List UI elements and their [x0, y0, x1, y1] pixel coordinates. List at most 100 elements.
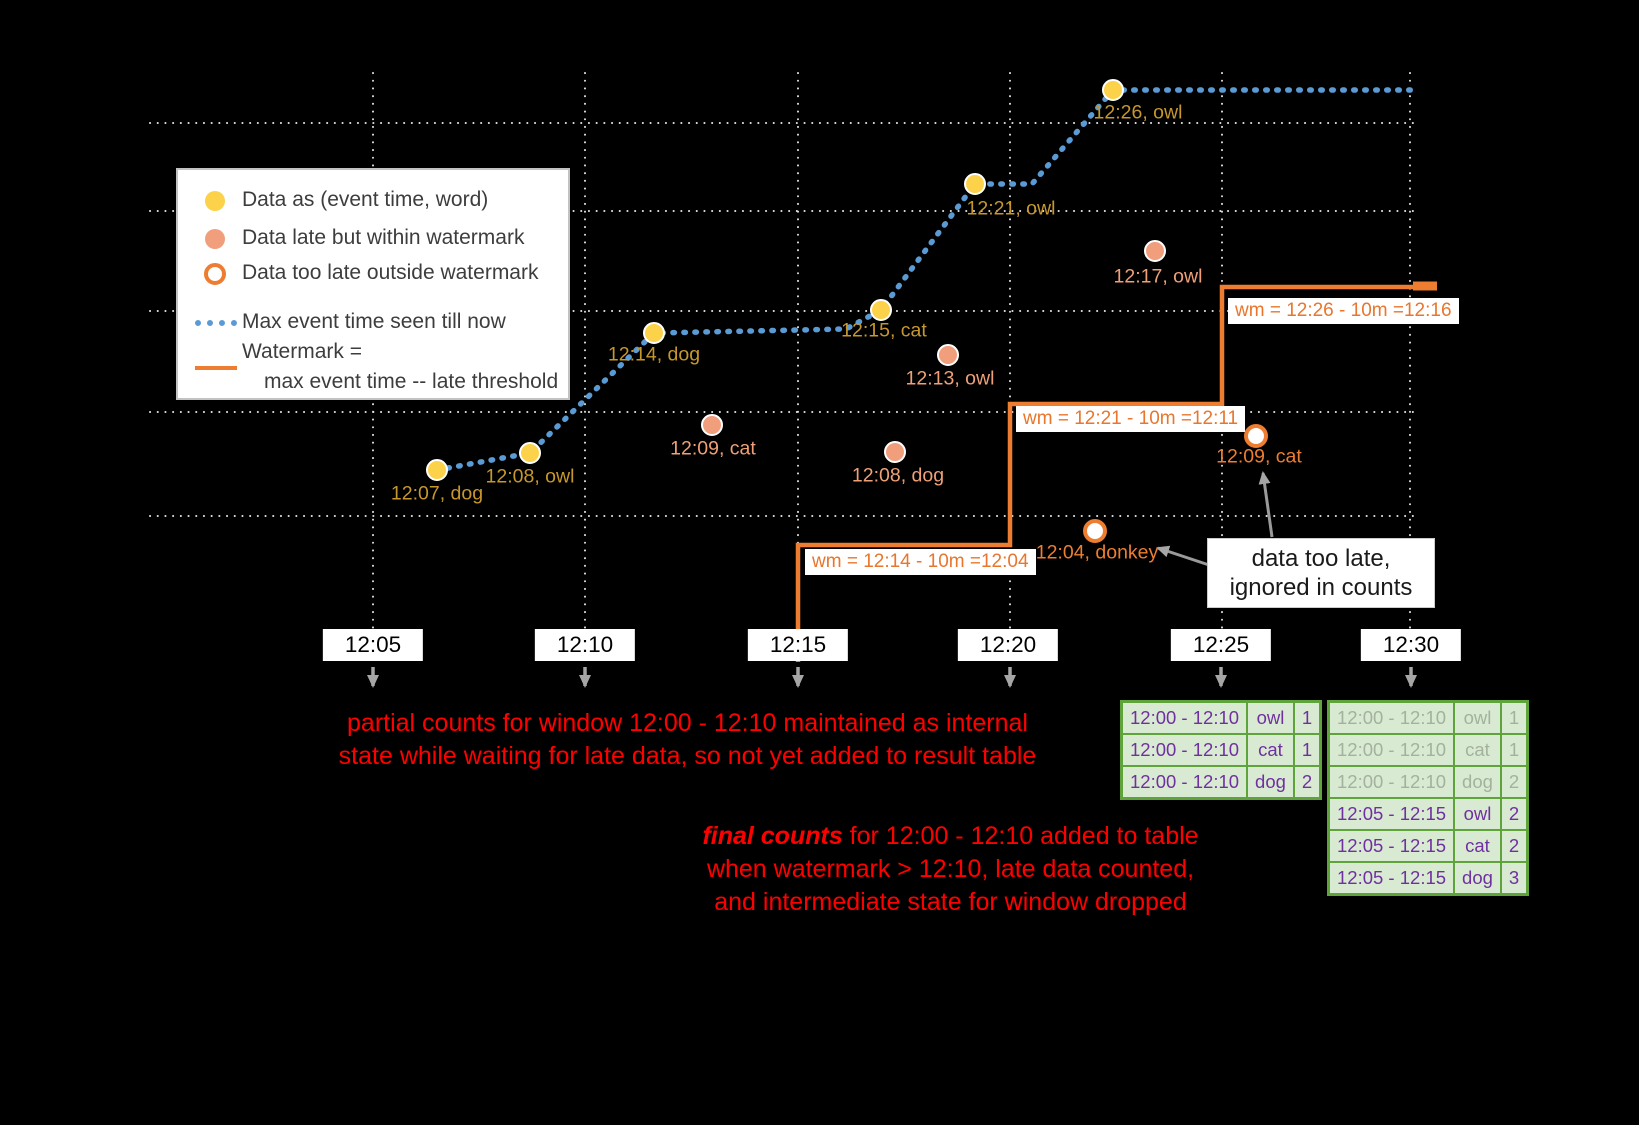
event-point — [964, 173, 986, 195]
watermark-line — [795, 284, 1437, 662]
partial-counts-line2: state while waiting for late data, so no… — [338, 742, 1037, 770]
axis-tick-12-20: 12:20 — [957, 629, 1059, 661]
late-point — [701, 414, 723, 436]
legend-label-too-late: Data too late outside watermark — [242, 261, 539, 284]
late-point-label: 12:08, dog — [851, 464, 945, 487]
word-cell: cat — [1453, 733, 1502, 767]
legend-label-late: Data late but within watermark — [242, 226, 525, 249]
event-point-label: 12:08, owl — [485, 465, 575, 488]
count-cell: 1 — [1292, 700, 1322, 735]
event-point-label: 12:15, cat — [841, 319, 927, 342]
late-point-label: 12:09, cat — [670, 437, 756, 460]
too-late-callout-line1: data too late, — [1251, 545, 1391, 572]
watermark-value-label: wm = 12:14 - 10m =12:04 — [805, 549, 1036, 575]
window-cell: 12:05 - 12:15 — [1327, 861, 1456, 896]
legend-label-watermark-formula: max event time -- late threshold — [264, 370, 559, 393]
word-cell: cat — [1453, 829, 1502, 863]
result-table-12-25: 12:00 - 12:10 owl 1 12:00 - 12:10 cat 1 … — [1120, 700, 1323, 800]
table-row: 12:00 - 12:10 owl 1 — [1120, 700, 1322, 735]
event-point-label: 12:26, owl — [1093, 101, 1183, 124]
watermark-value-label: wm = 12:26 - 10m =12:16 — [1228, 298, 1459, 324]
tick-arrows — [367, 667, 1417, 688]
axis-tick-12-30: 12:30 — [1360, 629, 1462, 661]
partial-counts-note: partial counts for window 12:00 - 12:10 … — [310, 707, 1065, 773]
word-cell: owl — [1246, 700, 1295, 735]
count-cell: 1 — [1499, 733, 1529, 767]
too-late-callout: data too late, ignored in counts — [1207, 538, 1435, 608]
event-point — [519, 442, 541, 464]
count-cell: 1 — [1292, 733, 1322, 767]
count-cell: 2 — [1292, 765, 1322, 800]
window-cell: 12:00 - 12:10 — [1120, 765, 1249, 800]
word-cell: dog — [1453, 765, 1502, 799]
count-cell: 2 — [1499, 797, 1529, 831]
legend: Data as (event time, word) Data late but… — [176, 168, 570, 400]
legend-label-ontime: Data as (event time, word) — [242, 188, 489, 211]
watermark-value-label: wm = 12:21 - 10m =12:11 — [1016, 406, 1246, 432]
count-cell: 3 — [1499, 861, 1529, 896]
event-point — [426, 459, 448, 481]
word-cell: cat — [1246, 733, 1295, 767]
count-cell: 2 — [1499, 829, 1529, 863]
final-counts-line1-rest: for 12:00 - 12:10 added to table — [842, 822, 1199, 850]
axis-tick-12-25: 12:25 — [1170, 629, 1272, 661]
too-late-point-label: 12:04, donkey — [1035, 541, 1159, 564]
axis-tick-12-05: 12:05 — [322, 629, 424, 661]
table-row: 12:00 - 12:10 dog 2 — [1327, 765, 1529, 799]
axis-tick-12-15: 12:15 — [747, 629, 849, 661]
window-cell: 12:05 - 12:15 — [1327, 797, 1456, 831]
window-cell: 12:00 - 12:10 — [1120, 733, 1249, 767]
event-point-label: 12:07, dog — [390, 482, 484, 505]
event-point — [643, 322, 665, 344]
late-point — [1144, 240, 1166, 262]
too-late-point-icon — [204, 263, 226, 285]
table-row: 12:00 - 12:10 owl 1 — [1327, 700, 1529, 735]
window-cell: 12:00 - 12:10 — [1327, 700, 1456, 735]
final-counts-line2: when watermark > 12:10, late data counte… — [706, 855, 1195, 883]
table-row: 12:00 - 12:10 dog 2 — [1120, 765, 1322, 800]
watermark-line-icon — [195, 366, 237, 370]
event-point-label: 12:21, owl — [966, 197, 1056, 220]
window-cell: 12:05 - 12:15 — [1327, 829, 1456, 863]
final-counts-emphasis: final counts — [702, 822, 843, 850]
count-cell: 1 — [1499, 700, 1529, 735]
too-late-point-label: 12:09, cat — [1216, 445, 1302, 468]
final-counts-note: final counts for 12:00 - 12:10 added to … — [698, 820, 1203, 919]
late-point-label: 12:17, owl — [1113, 265, 1203, 288]
event-point-label: 12:14, dog — [607, 343, 701, 366]
window-cell: 12:00 - 12:10 — [1327, 733, 1456, 767]
table-row: 12:05 - 12:15 owl 2 — [1327, 797, 1529, 831]
event-point — [1102, 79, 1124, 101]
count-cell: 2 — [1499, 765, 1529, 799]
too-late-point — [1083, 519, 1107, 543]
result-table-12-30: 12:00 - 12:10 owl 1 12:00 - 12:10 cat 1 … — [1327, 700, 1530, 896]
too-late-point — [1244, 424, 1268, 448]
axis-tick-12-10: 12:10 — [534, 629, 636, 661]
final-counts-line1: final counts for 12:00 - 12:10 added to … — [698, 820, 1203, 853]
table-row: 12:05 - 12:15 dog 3 — [1327, 861, 1529, 896]
table-row: 12:00 - 12:10 cat 1 — [1327, 733, 1529, 767]
word-cell: dog — [1453, 861, 1502, 896]
event-point — [870, 299, 892, 321]
table-row: 12:05 - 12:15 cat 2 — [1327, 829, 1529, 863]
max-event-time-line-icon — [195, 320, 237, 326]
callout-arrows — [1156, 471, 1274, 567]
late-point — [884, 441, 906, 463]
window-cell: 12:00 - 12:10 — [1327, 765, 1456, 799]
too-late-callout-line2: ignored in counts — [1229, 574, 1413, 601]
word-cell: owl — [1453, 797, 1502, 831]
legend-label-watermark: Watermark = — [242, 340, 362, 363]
legend-label-max-event-time: Max event time seen till now — [242, 310, 506, 333]
ontime-point-icon — [205, 191, 225, 211]
final-counts-line3: and intermediate state for window droppe… — [714, 888, 1187, 916]
late-point-label: 12:13, owl — [905, 367, 995, 390]
table-row: 12:00 - 12:10 cat 1 — [1120, 733, 1322, 767]
late-point — [937, 344, 959, 366]
late-point-icon — [205, 229, 225, 249]
word-cell: owl — [1453, 700, 1502, 735]
partial-counts-line1: partial counts for window 12:00 - 12:10 … — [347, 709, 1028, 737]
word-cell: dog — [1246, 765, 1295, 800]
max-event-time-line — [434, 87, 1419, 473]
